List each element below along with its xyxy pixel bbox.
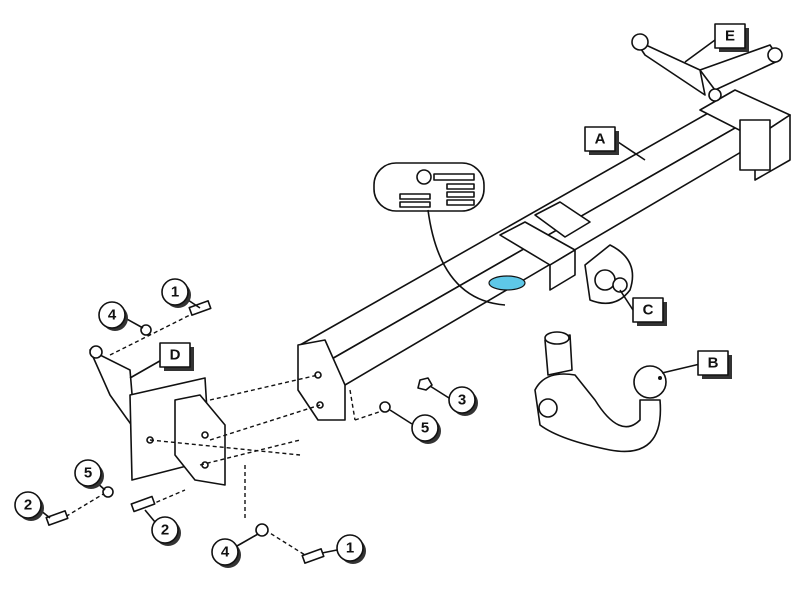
type-label-plate <box>373 162 506 306</box>
number-label: 4 <box>108 307 117 324</box>
number-label: 1 <box>346 540 354 557</box>
number-label: 3 <box>458 392 466 409</box>
label-e: E <box>725 28 735 45</box>
detachable-ball-neck <box>534 331 701 453</box>
label-c: C <box>643 302 654 319</box>
callout-e: E <box>684 23 749 63</box>
label-d: D <box>170 347 181 364</box>
callout-4-top: 4 <box>98 301 144 331</box>
callout-1-top: 1 <box>161 278 201 309</box>
number-label: 4 <box>221 544 230 561</box>
number-label: 5 <box>84 465 92 482</box>
callout-b: B <box>697 350 732 379</box>
label-a: A <box>595 131 606 148</box>
crossbar <box>299 89 791 386</box>
callout-2-left: 2 <box>14 491 51 521</box>
fasteners <box>45 300 433 564</box>
callout-3: 3 <box>429 385 478 416</box>
bracket-d <box>89 345 226 486</box>
crossbar-end-plate <box>297 339 346 421</box>
label-b: B <box>708 355 719 372</box>
assembly-lines <box>59 309 386 556</box>
bracket-e <box>631 33 783 102</box>
number-label: 5 <box>421 420 429 437</box>
callout-2-mid: 2 <box>144 509 181 546</box>
callout-a: A <box>584 126 646 161</box>
number-label: 1 <box>171 284 179 301</box>
callout-d: D <box>159 342 194 371</box>
electrical-plate-c <box>584 244 634 305</box>
number-label: 2 <box>24 497 32 514</box>
callout-4-bottom: 4 <box>211 533 259 568</box>
callout-c: C <box>619 289 667 326</box>
callout-5-right: 5 <box>389 409 441 444</box>
socket-slot-highlight <box>488 275 526 291</box>
number-label: 2 <box>161 522 169 539</box>
callout-5-left: 5 <box>74 459 106 491</box>
callout-1-bottom: 1 <box>321 534 366 564</box>
